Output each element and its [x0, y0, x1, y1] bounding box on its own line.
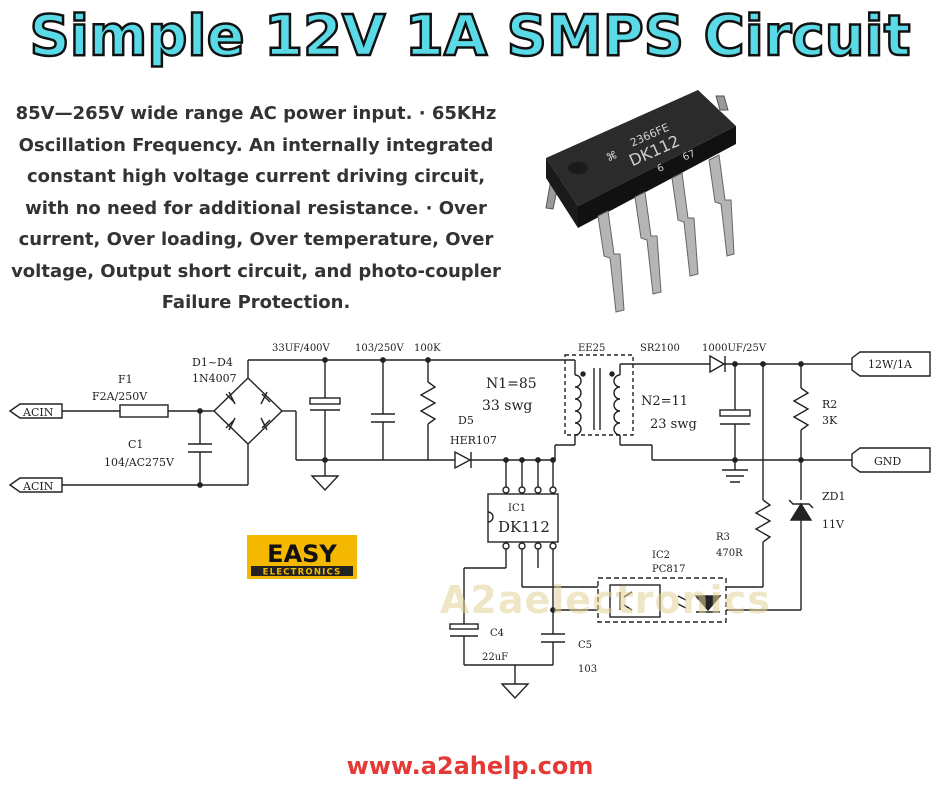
ground-symbol-output: [722, 469, 748, 483]
zener-zd1: [789, 502, 813, 521]
d5-value: HER107: [450, 434, 497, 447]
r3-label: R3: [716, 532, 730, 543]
output-12v-connector: [851, 351, 931, 377]
logo-bottom-text: ELECTRONICS: [263, 568, 342, 578]
ic2-pc817: [597, 577, 727, 623]
output-gnd-connector: [851, 447, 931, 473]
primary-turns: N1=85: [486, 376, 537, 392]
page-title: Simple 12V 1A SMPS Circuit: [28, 3, 912, 71]
fuse-f1: [119, 404, 169, 418]
footer-url[interactable]: www.a2ahelp.com: [346, 752, 594, 780]
ic1-label: IC1: [508, 503, 526, 514]
zd1-value: 11V: [822, 518, 845, 531]
diode-sr2100: [709, 354, 726, 374]
zd1-label: ZD1: [822, 490, 845, 503]
f1-value: F2A/250V: [92, 390, 148, 403]
easy-electronics-logo: EASY ELECTRONICS: [247, 535, 357, 579]
c4-value: 22uF: [482, 652, 508, 663]
bulk-cap-value: 33UF/400V: [272, 343, 331, 354]
c5-label: C5: [578, 640, 592, 651]
gnd-label: GND: [874, 455, 901, 468]
output-label: 12W/1A: [868, 358, 913, 371]
c4-label: C4: [490, 628, 504, 639]
transformer-label: EE25: [578, 343, 605, 354]
transformer-secondary: [613, 374, 621, 436]
snubber-cap-value: 103/250V: [355, 343, 405, 354]
chip-mark-a: 6: [656, 162, 666, 175]
r3-value: 470R: [716, 548, 743, 559]
diode-d5: [454, 450, 472, 470]
c1-label: C1: [128, 438, 143, 451]
ground-symbol-bulk: [310, 475, 340, 492]
svg-text:⌘: ⌘: [604, 148, 619, 164]
resistor-100k: [419, 381, 437, 425]
primary-wire-gauge: 33 swg: [482, 398, 532, 414]
ic2-label: IC2: [652, 550, 670, 561]
acin-top-label: ACIN: [22, 406, 54, 419]
r2-value: 3K: [822, 414, 838, 427]
transformer-primary: [574, 374, 582, 436]
secondary-wire-gauge: 23 swg: [650, 417, 697, 432]
ic1-dk112: [487, 493, 559, 543]
bridge-rectifier: [212, 377, 284, 445]
output-cap-value: 1000UF/25V: [702, 343, 767, 354]
smps-schematic: ACIN ACIN F1 F2A/250V C1 104/AC275V D1~D…: [8, 343, 931, 700]
dk112-chip-image: ⌘ 2366FE DK112 6 67: [545, 90, 736, 313]
resistor-r2: [792, 387, 810, 431]
ic1-value: DK112: [498, 518, 550, 536]
secondary-turns: N2=11: [641, 394, 688, 409]
ground-symbol-primary: [500, 683, 530, 700]
resistor-r3: [754, 499, 772, 543]
d1-d4-label: D1~D4: [192, 356, 233, 369]
chip-mark-b: 67: [681, 148, 697, 163]
logo-top-text: EASY: [267, 540, 337, 568]
ic2-value: PC817: [652, 564, 685, 575]
d1-d4-value: 1N4007: [192, 372, 237, 385]
c5-value: 103: [578, 664, 597, 675]
output-diode-label: SR2100: [640, 343, 680, 354]
feature-description: 85V—265V wide range AC power input. · 65…: [11, 103, 501, 313]
snubber-resistor-value: 100K: [414, 343, 441, 354]
acin-bottom-label: ACIN: [22, 480, 54, 493]
d5-label: D5: [458, 414, 474, 427]
c1-value: 104/AC275V: [104, 456, 175, 469]
watermark: A2aelectronics: [440, 578, 771, 622]
f1-label: F1: [118, 373, 133, 386]
r2-label: R2: [822, 398, 837, 411]
